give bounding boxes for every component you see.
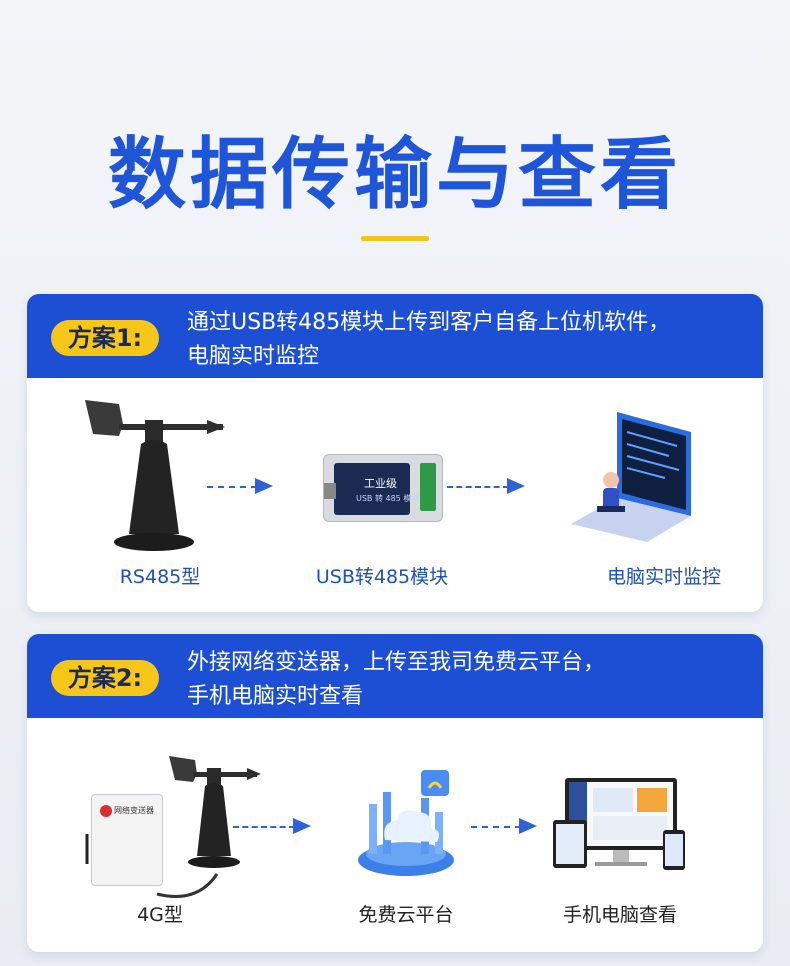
plan-badge: 方案1: (51, 320, 159, 356)
wind-vane-icon (85, 400, 225, 551)
flow-item-label: RS485型 (119, 566, 201, 588)
plan-description: 通过USB转485模块上传到客户自备上位机软件， 电脑实时监控 (187, 306, 747, 374)
plan-header: 方案2: 外接网络变送器，上传至我司免费云平台， 手机电脑实时查看 (27, 634, 763, 718)
plan-card-1: 方案1: 通过USB转485模块上传到客户自备上位机软件， 电脑实时监控 RS4… (27, 294, 763, 612)
module-text: 工业级 (364, 477, 397, 490)
module-subtext: USB 转 485 模块 (356, 494, 420, 503)
flow-arrow-line (233, 826, 295, 828)
flow-arrow-head (519, 818, 537, 834)
flow-item-label: 4G型 (137, 904, 183, 926)
title-underline (361, 236, 429, 241)
flow-arrow-head (293, 818, 311, 834)
wind-vane-icon (169, 756, 261, 868)
flow-arrow-head (507, 478, 525, 494)
flow-item-label: 免费云平台 (358, 904, 454, 926)
plan-description-line2: 电脑实时监控 (187, 344, 320, 369)
usb-485-module-icon: 工业级 USB 转 485 模块 (323, 454, 443, 522)
plan-badge: 方案2: (51, 660, 159, 696)
plan-description-line1: 外接网络变送器，上传至我司免费云平台， (187, 650, 606, 675)
flow-item-label: 手机电脑查看 (562, 904, 677, 926)
flow-arrow-line (207, 486, 257, 488)
plan-card-2: 方案2: 外接网络变送器，上传至我司免费云平台， 手机电脑实时查看 网络变送器 … (27, 634, 763, 952)
flow-arrow-line (471, 826, 521, 828)
laptop-monitoring-icon (571, 412, 691, 542)
plan-description: 外接网络变送器，上传至我司免费云平台， 手机电脑实时查看 (187, 646, 747, 714)
computer-phone-icon (553, 778, 685, 870)
cloud-platform-icon (358, 770, 454, 876)
flow-arrow-line (447, 486, 509, 488)
flow-item-label: USB转485模块 (315, 566, 449, 588)
network-transmitter-icon: 网络变送器 (91, 794, 163, 886)
plan-description-line2: 手机电脑实时查看 (187, 684, 364, 709)
plan-description-line1: 通过USB转485模块上传到客户自备上位机软件， (187, 310, 671, 335)
plan-header: 方案1: 通过USB转485模块上传到客户自备上位机软件， 电脑实时监控 (27, 294, 763, 378)
transmitter-text: 网络变送器 (114, 806, 154, 815)
flow-item-label: 电脑实时监控 (606, 566, 721, 588)
flow-arrow-head (255, 478, 273, 494)
page-title: 数据传输与查看 (107, 130, 682, 220)
cable-icon (85, 834, 219, 898)
